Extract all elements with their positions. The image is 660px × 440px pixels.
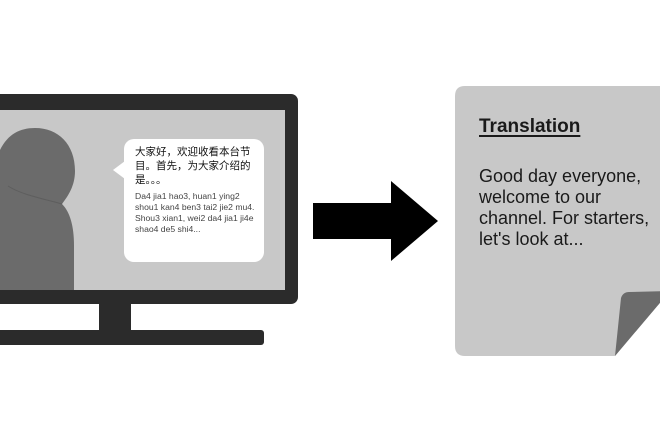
speech-bubble: 大家好，欢迎收看本台节目。首先，为大家介绍的是。。。 Da4 jia1 hao3… (113, 139, 264, 262)
chinese-subtitle: 大家好，欢迎收看本台节目。首先，为大家介绍的是。。。 (135, 146, 251, 186)
monitor-base (0, 330, 264, 345)
pinyin-subtitle: Da4 jia1 hao3, huan1 ying2 shou1 kan4 be… (135, 191, 255, 234)
document-body: Good day everyone, welcome to our channe… (479, 166, 650, 249)
document-icon (455, 86, 660, 356)
person-silhouette-icon (0, 128, 75, 290)
translation-document: Translation Good day everyone, welcome t… (455, 86, 660, 356)
monitor-neck (99, 303, 131, 331)
right-arrow-icon (313, 181, 438, 261)
speech-bubble-tail (113, 161, 125, 179)
document-title: Translation (479, 116, 581, 137)
